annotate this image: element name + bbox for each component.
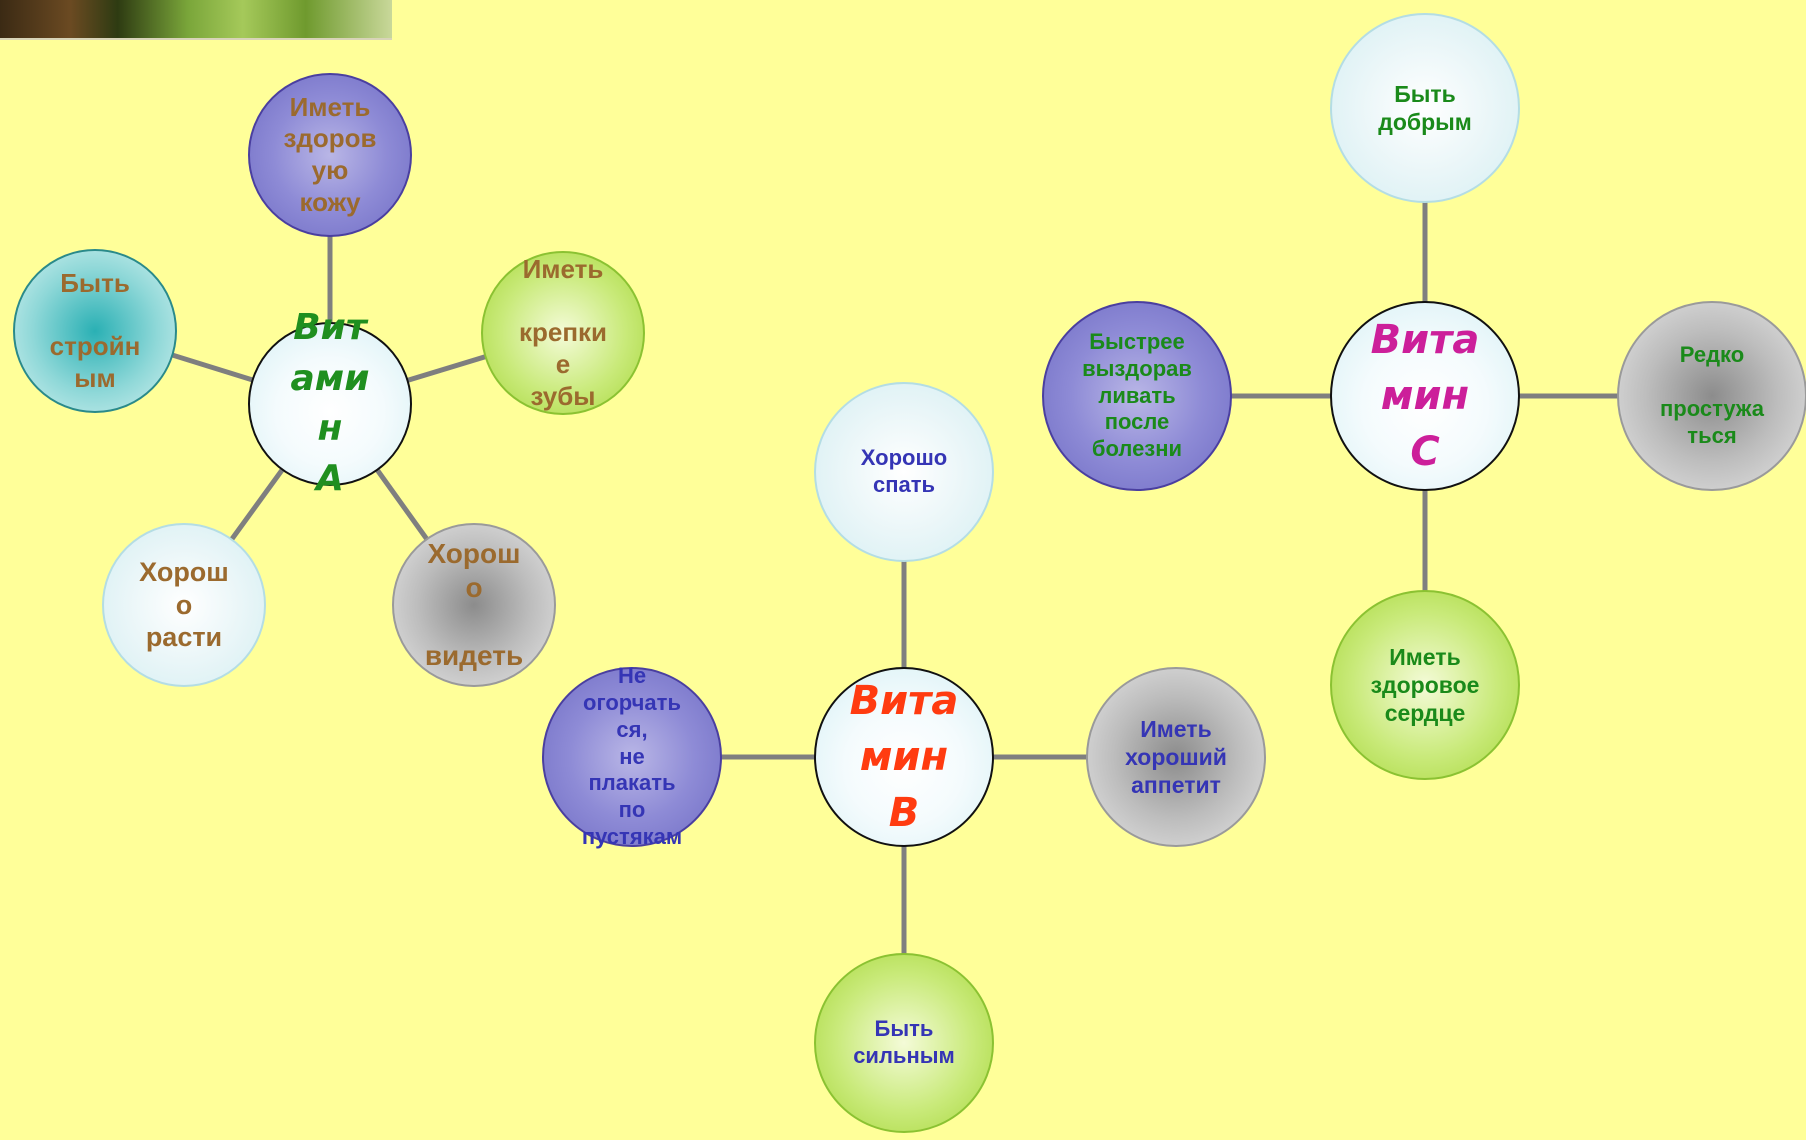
leaf-label: Иметь здоровое сердце [1370, 643, 1480, 727]
leaf-label: Хорош о видеть [424, 537, 524, 672]
leaf-label: Редко простужа ться [1659, 342, 1765, 448]
vitamin-hub-label: Вит ами н А [290, 307, 370, 500]
leaf-circle-b-0: Хорошо спать [814, 382, 994, 562]
leaf-circle-a-0: Иметь здоров ую кожу [248, 73, 412, 237]
leaf-label: Хорошо спать [860, 445, 948, 497]
leaf-circle-c-3: Быстрее выздорав ливать после болезни [1042, 301, 1232, 491]
leaf-circle-c-1: Редко простужа ться [1617, 301, 1806, 491]
leaf-circle-a-1: Иметь крепки е зубы [481, 251, 645, 415]
leaf-label: Иметь хороший аппетит [1125, 715, 1227, 799]
leaf-label: Быть добрым [1378, 80, 1472, 135]
leaf-circle-c-0: Быть добрым [1330, 13, 1520, 203]
leaf-label: Быть стройн ым [49, 267, 141, 393]
vitamin-hub-label: Вита мин В [849, 678, 959, 836]
leaf-label: Не огорчать ся, не плакать по пустякам [581, 663, 683, 850]
vitamin-hub-a: Вит ами н А [248, 307, 412, 499]
vitamin-hub-b: Вита мин В [814, 667, 994, 847]
leaf-label: Хорош о расти [139, 556, 229, 653]
leaf-label: Иметь здоров ую кожу [283, 91, 377, 217]
vegetables-photo-strip [0, 0, 392, 40]
leaf-circle-c-2: Иметь здоровое сердце [1330, 590, 1520, 780]
vitamin-hub-label: Вита мин С [1370, 317, 1480, 475]
leaf-circle-a-3: Хорош о расти [102, 523, 266, 687]
vitamin-hub-c: Вита мин С [1330, 301, 1520, 491]
leaf-circle-b-3: Не огорчать ся, не плакать по пустякам [542, 663, 722, 849]
leaf-label: Быть сильным [853, 1016, 955, 1068]
leaf-circle-a-4: Быть стройн ым [13, 249, 177, 413]
leaf-label: Быстрее выздорав ливать после болезни [1082, 328, 1192, 462]
leaf-label: Иметь крепки е зубы [518, 253, 608, 411]
leaf-circle-a-2: Хорош о видеть [392, 523, 556, 687]
leaf-circle-b-2: Быть сильным [814, 953, 994, 1133]
leaf-circle-b-1: Иметь хороший аппетит [1086, 667, 1266, 847]
